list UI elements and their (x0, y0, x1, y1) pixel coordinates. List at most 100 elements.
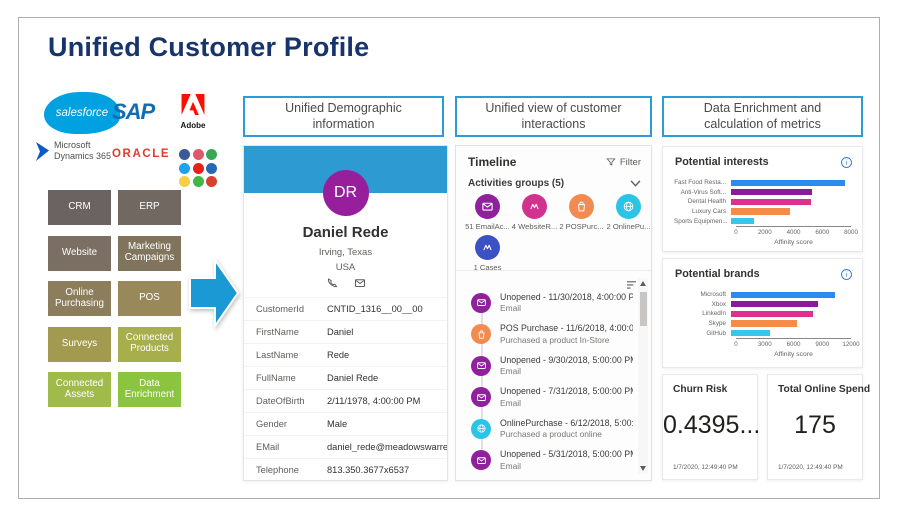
potential-interests-card: Potential interests i Fast Food Resta...… (662, 146, 863, 252)
dynamics-icon (36, 141, 49, 161)
salesforce-logo-text: salesforce (55, 107, 109, 119)
source-box-pos: POS (118, 281, 181, 316)
scroll-up-arrow[interactable] (640, 281, 646, 286)
phone-icon[interactable] (326, 276, 338, 294)
activity-item[interactable]: POS Purchase - 11/6/2018, 4:00:00 PMPurc… (464, 319, 633, 351)
bar (731, 189, 812, 196)
panel-header-enrichment: Data Enrichment and calculation of metri… (662, 96, 863, 137)
activity-title: POS Purchase - 11/6/2018, 4:00:00 PM (500, 323, 633, 334)
churn-risk-timestamp: 1/7/2020, 12:49:40 PM (673, 464, 738, 471)
adobe-icon (181, 94, 205, 115)
churn-risk-card: Churn Risk 0.4395... 1/7/2020, 12:49:40 … (662, 374, 761, 480)
profile-contact-row (244, 276, 447, 294)
source-box-data-enrichment: Data Enrichment (118, 372, 181, 407)
bar (731, 179, 845, 186)
social-icon (179, 176, 190, 187)
profile-name: Daniel Rede (302, 224, 389, 241)
filter-label: Filter (619, 156, 641, 168)
potential-brands-title: Potential brands (675, 268, 760, 280)
activity-title: Unopened - 9/30/2018, 5:00:00 PM (500, 354, 633, 365)
bag-icon (471, 324, 491, 345)
field-label: CustomerId (256, 304, 305, 314)
total-online-spend-card: Total Online Spend 175 1/7/2020, 12:49:4… (767, 374, 870, 480)
mail-icon[interactable] (354, 276, 366, 294)
axis-tick-label: 4000 (786, 228, 801, 236)
timeline-connector (481, 295, 483, 466)
chart-bar-row: Sports Equipmen... (674, 216, 851, 226)
scroll-thumb[interactable] (639, 292, 647, 326)
source-box-connected-products: Connected Products (118, 326, 181, 362)
interests-chart: Fast Food Resta...Anti-Virus Soft...Dent… (674, 178, 858, 246)
timeline-title: Timeline (468, 155, 517, 169)
bar (731, 301, 818, 308)
bar-track (731, 198, 851, 206)
axis-tick-label: 9000 (815, 340, 830, 348)
chart-bar-row: Luxury Cars (674, 207, 851, 217)
oracle-logo: ORACLE (112, 148, 171, 160)
chart-bar-row: Fast Food Resta... (674, 178, 851, 188)
bar-category-label: Xbox (711, 300, 726, 308)
profile-field-row: EMaildaniel_rede@meadowswarrenand... (244, 435, 447, 458)
activity-group-badge[interactable]: 1 Cases (464, 235, 511, 272)
field-label: FullName (256, 373, 296, 383)
activity-group-badge[interactable]: 4 WebsiteR... (511, 194, 558, 231)
social-icon (179, 162, 190, 174)
bar-track (731, 301, 851, 308)
bar-category-label: Skype (708, 320, 726, 328)
email-icon (471, 387, 491, 408)
chart-bar-row: GitHub (674, 328, 851, 338)
activity-group-badge[interactable]: 51 EmailAc... (464, 194, 511, 231)
email-icon (471, 292, 491, 313)
chart-bar-row: Xbox (674, 300, 851, 310)
bar-track (731, 208, 851, 215)
axis-tick-label: 3000 (757, 340, 772, 348)
microsoft-dynamics-logo: Microsoft Dynamics 365 (36, 140, 111, 163)
adobe-logo-text: Adobe (180, 121, 206, 130)
badge-label: 2 OnlinePu... (606, 222, 651, 231)
churn-risk-value: 0.4395... (663, 411, 761, 439)
activity-group-badge[interactable]: 2 OnlinePu... (605, 194, 652, 231)
sort-icon[interactable] (626, 276, 637, 294)
adobe-logo: Adobe (176, 94, 210, 130)
activity-title: Unopened - 5/31/2018, 5:00:00 PM (500, 449, 633, 460)
bar-track (731, 291, 851, 298)
bar-category-label: Microsoft (700, 291, 726, 299)
bar-track (731, 189, 851, 196)
flow-arrow-icon (189, 256, 240, 330)
microsoft-text: Microsoft (54, 140, 91, 150)
scroll-down-arrow[interactable] (640, 466, 646, 471)
activity-subtitle: Purchased a product In-Store (500, 334, 610, 345)
axis-tick-label: 12000 (842, 340, 860, 348)
bar (731, 208, 790, 215)
activity-item[interactable]: OnlinePurchase - 6/12/2018, 5:00:00 PMPu… (464, 413, 633, 445)
axis-tick-label: 2000 (757, 228, 772, 236)
activity-group-badge[interactable]: 2 POSPurc... (558, 194, 605, 231)
badge-label: 1 Cases (473, 263, 502, 272)
bar-category-label: LinkedIn (702, 310, 726, 318)
divider (456, 270, 651, 271)
info-icon[interactable]: i (841, 268, 852, 280)
source-box-crm: CRM (48, 190, 111, 225)
scrollbar[interactable] (638, 278, 648, 474)
page-title: Unified Customer Profile (48, 32, 370, 62)
axis-tick-label: 6000 (786, 340, 801, 348)
filter-button[interactable]: Filter (606, 157, 641, 168)
badge-label: 51 EmailAc... (465, 222, 510, 231)
field-value: 2/11/1978, 4:00:00 PM (327, 396, 421, 406)
chevron-down-icon[interactable] (630, 180, 641, 187)
info-icon[interactable]: i (841, 156, 852, 168)
